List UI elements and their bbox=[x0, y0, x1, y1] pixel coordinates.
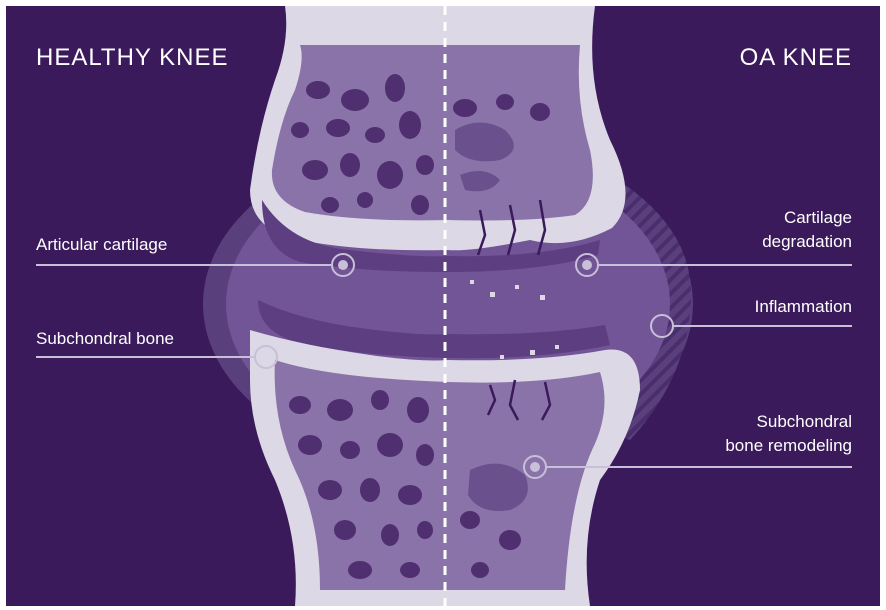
label-cartilage-degradation: Cartilage degradation bbox=[762, 206, 852, 254]
label-bone-remodeling: Subchondral bone remodeling bbox=[725, 410, 852, 458]
oa-knee-title: OA KNEE bbox=[740, 46, 852, 70]
label-cartilage-degradation-line1: Cartilage bbox=[762, 206, 852, 230]
tibia-marrow bbox=[275, 360, 605, 590]
label-bone-remodeling-line2: bone remodeling bbox=[725, 434, 852, 458]
label-subchondral-bone: Subchondral bone bbox=[36, 327, 174, 351]
label-inflammation: Inflammation bbox=[755, 295, 852, 319]
label-articular-cartilage: Articular cartilage bbox=[36, 233, 167, 257]
bone-cyst bbox=[468, 464, 528, 511]
label-bone-remodeling-line1: Subchondral bbox=[725, 410, 852, 434]
label-cartilage-degradation-line2: degradation bbox=[762, 230, 852, 254]
femur-marrow bbox=[272, 45, 593, 220]
healthy-knee-title: HEALTHY KNEE bbox=[36, 46, 229, 70]
